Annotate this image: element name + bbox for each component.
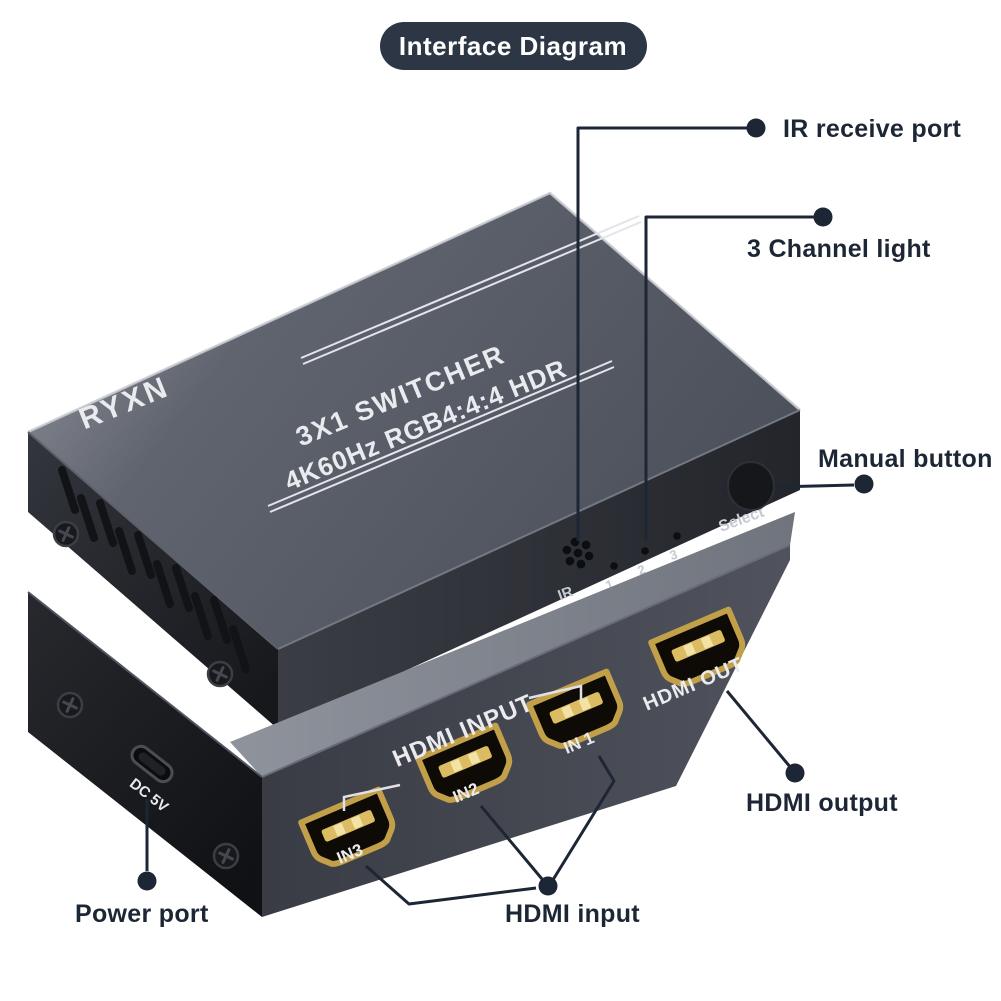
ir-callout-dot [746,118,766,138]
callout-dots [137,118,874,896]
vent-slots [58,466,250,673]
led-hole-1 [610,562,618,570]
led-label-2: 2 [635,561,647,578]
input-group-brackets [342,684,583,811]
screw [56,691,84,719]
title-pill-bg [380,22,647,70]
hdmi-output-label: HDMI output [746,789,898,817]
ir-callout-line [576,126,747,541]
ir-receive-port-label: IR receive port [783,115,962,143]
callout-lines [145,126,855,906]
ir-receiver-holes [562,537,594,569]
ir-print: IR [556,583,576,604]
top-face-rim-highlight [27,191,801,434]
hdmi-input-callout-line-in3 [365,864,537,906]
screw [206,660,234,688]
power-port [130,744,174,784]
model-rule-lines [267,215,642,513]
power-port-label: Power port [75,900,209,928]
hdmi-output-callout-line [725,690,793,769]
hdmi-input-callout-line-in1 [549,755,616,884]
hdmi-output-callout-dot [785,763,805,783]
hdmi-input-callout-line-in2 [479,805,544,880]
left-edge-bevel [27,431,279,650]
power-callout-dot [137,871,157,891]
bottom-rear-bevel [261,544,791,778]
channel-leds: 1 2 3 [603,532,681,593]
switcher-bottom-unit: DC 5V HDMI INPUT IN3 IN2 IN 1 HDMI OUT [27,512,795,917]
hdmi-input-label: HDMI input [505,900,640,928]
top-face [28,193,800,649]
channel-callout-dot [813,207,833,227]
channel-light-label: 3 Channel light [747,235,931,263]
front-edge-bevel [277,409,801,650]
led-label-3: 3 [667,546,679,563]
title-pill: Interface Diagram [380,22,647,70]
callout-labels: IR receive port 3 Channel light Manual b… [75,115,993,928]
channel-callout-line [644,215,814,540]
led-hole-3 [673,532,681,540]
front-panel [278,410,800,729]
manual-callout-line [774,483,855,489]
hdmi-input-callout-dot [538,876,558,896]
left-panel [28,432,278,729]
switcher-top-unit: RYXN 3X1 SWITCHER 4K60Hz RGB4:4:4 HDR IR… [27,191,801,729]
screw [52,520,80,548]
manual-callout-dot [854,474,874,494]
select-button [727,461,775,511]
screw [212,842,240,870]
led-label-1: 1 [603,576,615,593]
manual-button-label: Manual button [818,445,993,473]
page-title: Interface Diagram [399,31,627,61]
led-hole-2 [641,547,649,555]
bottom-left-bevel [27,591,263,778]
bottom-top-face [230,512,795,777]
